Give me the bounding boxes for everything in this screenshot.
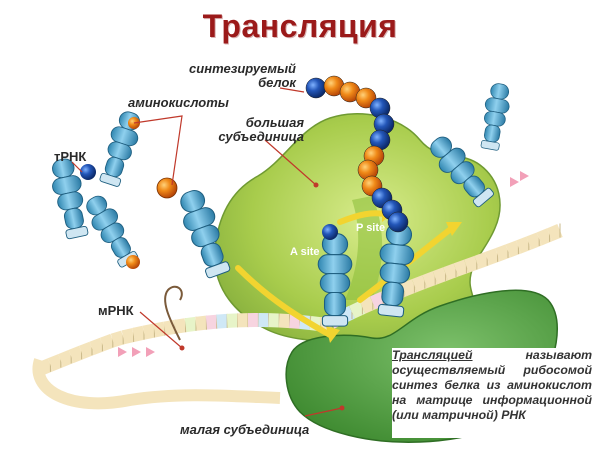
large-subunit-channel (345, 196, 383, 300)
label-protein-line1: синтезируемый (189, 61, 296, 76)
mrna-segment (58, 349, 74, 368)
protein-chain (305, 75, 409, 233)
page-title: Трансляция (202, 8, 398, 44)
mrna-segment (132, 325, 146, 342)
mrna-direction-arrow (520, 171, 529, 181)
leader-lines (71, 87, 343, 417)
mrna-segment (110, 330, 126, 348)
mrna-tail (164, 285, 183, 341)
trna-released (480, 83, 510, 151)
label-small-subunit: малая субъединица (180, 422, 310, 437)
mrna-segment (216, 313, 228, 329)
mrna-segment (121, 328, 136, 345)
label-trna: тРНК (54, 149, 87, 164)
leader-dots (179, 182, 345, 411)
mrna-loop (32, 358, 281, 410)
mrna-direction-arrow (146, 347, 155, 357)
mrna-segment (432, 267, 449, 285)
mrna-segment (142, 323, 156, 340)
label-mrna: мРНК (98, 303, 134, 318)
mrna-direction-arrow (118, 347, 127, 357)
mrna-segment (495, 244, 511, 262)
definition-body: называют осуществляемый рибосомой синтез… (392, 348, 592, 422)
mrna-segment (174, 318, 187, 334)
protein-bead (355, 87, 377, 109)
label-large-subunit-line1: большая (245, 115, 304, 130)
label-a-site: A site (290, 246, 320, 258)
mrna-segment (195, 315, 208, 331)
mrna-direction-arrow (132, 347, 141, 357)
mrna-segment (89, 337, 105, 355)
amino-acid-free (156, 177, 178, 199)
mrna-segment (411, 275, 428, 293)
trna-left (52, 158, 89, 240)
mrna-segment (79, 341, 95, 359)
definition-text: Трансляцией называют осуществляемый рибо… (392, 348, 592, 423)
amino-acid-left (126, 255, 140, 269)
label-p-site: P site (356, 222, 386, 234)
mrna-segment (349, 301, 366, 319)
mrna-segment (546, 224, 563, 242)
mrna-segment (359, 296, 376, 314)
mrna-segment (422, 271, 438, 289)
label-protein-line2: белок (258, 75, 296, 90)
label-amino-acids: аминокислоты (128, 95, 229, 110)
mrna-segment (226, 313, 238, 328)
mrna-segment (484, 248, 501, 266)
mrna-segment (474, 252, 490, 269)
definition-box: Трансляцией называют осуществляемый рибо… (392, 348, 592, 438)
mrna-segment (401, 279, 417, 297)
trna-approaching (180, 189, 231, 279)
mrna-segment (278, 313, 291, 329)
mrna-segment (526, 232, 542, 250)
mrna-segment (505, 240, 521, 258)
mrna-segment (443, 263, 459, 281)
label-protein: синтезируемый белок (168, 62, 296, 90)
mrna-segment (205, 314, 218, 330)
trna-exiting (430, 136, 494, 208)
protein-bead (305, 77, 327, 99)
mrna-segment (47, 354, 64, 372)
mrna-segment (464, 255, 480, 273)
trna-p-site (377, 223, 415, 318)
trna-amino-acid (80, 164, 96, 180)
definition-term: Трансляцией (392, 348, 473, 362)
mrna-direction-arrow (510, 177, 519, 187)
amino-acid-a-site (322, 224, 338, 240)
label-large-subunit: большая субъединица (192, 116, 304, 144)
mrna-segment (536, 228, 553, 246)
label-large-subunit-line2: субъединица (218, 129, 304, 144)
mrna-segment (370, 291, 386, 310)
mrna-segment (453, 259, 469, 277)
mrna-segment (99, 333, 116, 351)
mrna-segment (68, 345, 85, 363)
mrna-segment (289, 314, 301, 329)
mrna-segment (515, 236, 532, 254)
mrna-segment (184, 316, 197, 333)
protein-bead (387, 211, 409, 233)
